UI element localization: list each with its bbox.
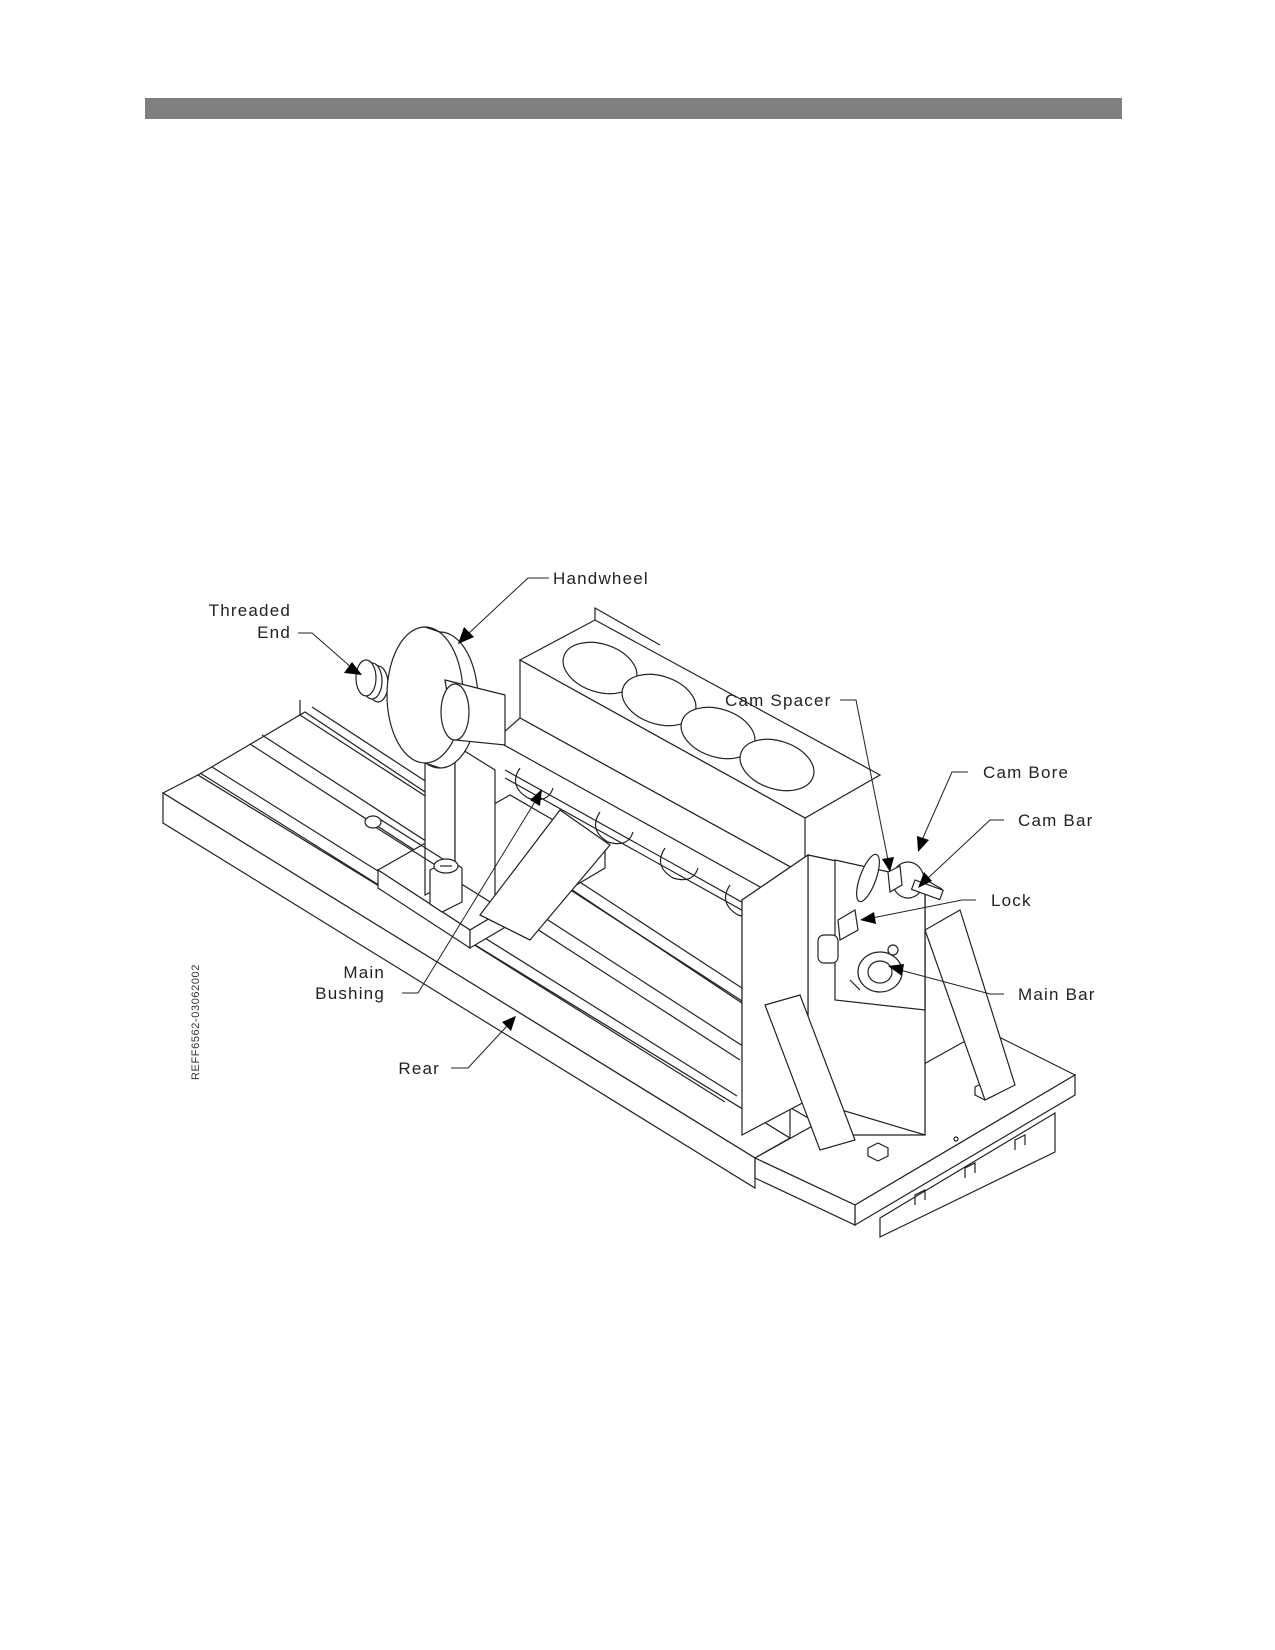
reference-code: REFF6562-03062002 (190, 964, 202, 1080)
handwheel-assembly (355, 626, 506, 769)
label-cam-bar: Cam Bar (1018, 811, 1093, 830)
label-lock: Lock (991, 891, 1032, 910)
label-main-bushing-line1: Main (343, 963, 385, 982)
label-handwheel: Handwheel (553, 569, 649, 588)
label-main-bar: Main Bar (1018, 985, 1096, 1004)
label-main-bushing-line2: Bushing (315, 984, 385, 1003)
label-threaded-end-line2: End (257, 623, 291, 642)
front-fixture (741, 853, 1016, 1151)
journals (504, 767, 766, 924)
leaders (298, 577, 1004, 1069)
header-bar (145, 98, 1122, 119)
label-threaded-end-line1: Threaded (209, 601, 291, 620)
label-cam-spacer: Cam Spacer (725, 691, 831, 710)
clamp-lever (364, 815, 463, 913)
label-rear: Rear (398, 1059, 440, 1078)
label-cam-bore: Cam Bore (983, 763, 1069, 782)
engine-block (493, 606, 882, 899)
